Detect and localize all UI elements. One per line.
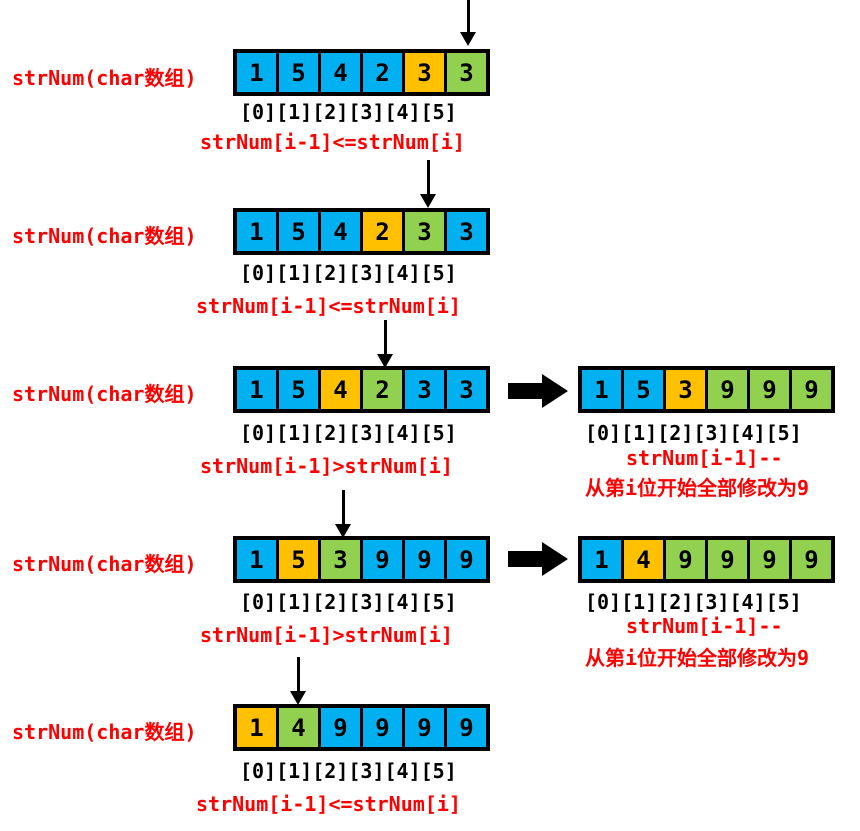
array-row-2-cell-0: 1 (237, 212, 276, 251)
array-row-2-cell-1: 5 (279, 212, 318, 251)
result-array-1-cell-3: 9 (708, 370, 747, 409)
array-row-1-cell-4: 3 (405, 53, 444, 92)
index-labels-row-5: [0][1][2][3][4][5] (240, 759, 457, 783)
array-label-row-3: strNum(char数组) (12, 382, 197, 406)
condition-row-2: strNum[i-1]<=strNum[i] (196, 294, 461, 318)
result-array-1-cell-4: 9 (750, 370, 789, 409)
result-condition-2: strNum[i-1]-- (626, 614, 783, 638)
array-row-1-cell-2: 4 (321, 53, 360, 92)
result-array-2-cell-2: 9 (666, 540, 705, 579)
result-array-1-cell-2: 3 (666, 370, 705, 409)
result-condition-1: strNum[i-1]-- (626, 446, 783, 470)
array-row-1-cell-1: 5 (279, 53, 318, 92)
result-array-2-cell-5: 9 (792, 540, 831, 579)
array-row-2-cell-3: 2 (363, 212, 402, 251)
array-label-row-4: strNum(char数组) (12, 552, 197, 576)
result-index-labels-1: [0][1][2][3][4][5] (585, 421, 802, 445)
array-row-2-cell-2: 4 (321, 212, 360, 251)
array-row-5-cell-2: 9 (321, 708, 360, 747)
condition-row-3: strNum[i-1]>strNum[i] (200, 454, 453, 478)
result-array-2-cell-1: 4 (624, 540, 663, 579)
array-row-1-cell-5: 3 (447, 53, 486, 92)
index-labels-row-3: [0][1][2][3][4][5] (240, 421, 457, 445)
array-label-row-5: strNum(char数组) (12, 720, 197, 744)
result-note-1: 从第i位开始全部修改为9 (585, 476, 810, 500)
result-array-1-cell-5: 9 (792, 370, 831, 409)
array-row-4-cell-3: 9 (363, 540, 402, 579)
array-row-3-cell-4: 3 (405, 370, 444, 409)
array-row-3-cell-1: 5 (279, 370, 318, 409)
condition-row-1: strNum[i-1]<=strNum[i] (200, 130, 465, 154)
result-note-2: 从第i位开始全部修改为9 (585, 646, 810, 670)
array-row-1-cell-0: 1 (237, 53, 276, 92)
index-labels-row-4: [0][1][2][3][4][5] (240, 590, 457, 614)
condition-row-5: strNum[i-1]<=strNum[i] (196, 792, 461, 816)
array-row-5-cell-1: 4 (279, 708, 318, 747)
index-labels-row-1: [0][1][2][3][4][5] (240, 100, 457, 124)
array-row-5-cell-4: 9 (405, 708, 444, 747)
array-row-1-cell-3: 2 (363, 53, 402, 92)
array-row-5-cell-3: 9 (363, 708, 402, 747)
array-row-4-cell-4: 9 (405, 540, 444, 579)
result-array-2-cell-4: 9 (750, 540, 789, 579)
right-arrow-1 (508, 374, 568, 412)
array-row-4-cell-1: 5 (279, 540, 318, 579)
result-array-1-cell-0: 1 (582, 370, 621, 409)
array-row-4-cell-0: 1 (237, 540, 276, 579)
array-row-3-cell-0: 1 (237, 370, 276, 409)
index-labels-row-2: [0][1][2][3][4][5] (240, 261, 457, 285)
array-row-5-cell-0: 1 (237, 708, 276, 747)
right-arrow-2 (508, 542, 568, 580)
result-index-labels-2: [0][1][2][3][4][5] (585, 590, 802, 614)
condition-row-4: strNum[i-1]>strNum[i] (200, 623, 453, 647)
result-array-2-cell-3: 9 (708, 540, 747, 579)
array-row-2-cell-5: 3 (447, 212, 486, 251)
array-row-4-cell-2: 3 (321, 540, 360, 579)
result-array-1-cell-1: 5 (624, 370, 663, 409)
array-row-2-cell-4: 3 (405, 212, 444, 251)
array-row-3-cell-2: 4 (321, 370, 360, 409)
array-row-3-cell-5: 3 (447, 370, 486, 409)
array-row-5-cell-5: 9 (447, 708, 486, 747)
array-row-4-cell-5: 9 (447, 540, 486, 579)
array-label-row-1: strNum(char数组) (12, 66, 197, 90)
array-label-row-2: strNum(char数组) (12, 224, 197, 248)
result-array-2-cell-0: 1 (582, 540, 621, 579)
array-row-3-cell-3: 2 (363, 370, 402, 409)
